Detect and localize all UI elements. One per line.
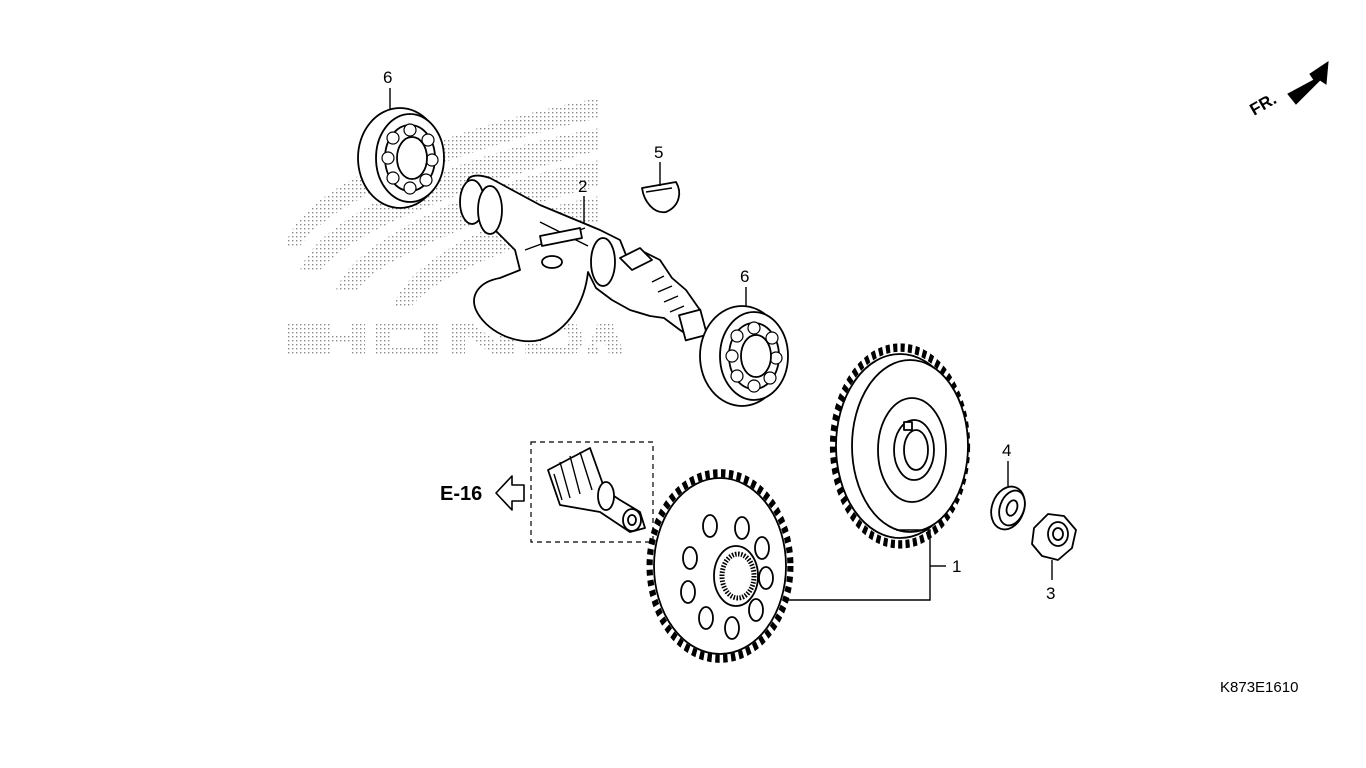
nut (1031, 513, 1077, 561)
diagram-code: K873E1610 (1220, 679, 1298, 696)
front-direction-label: FR. (1247, 89, 1280, 119)
woodruff-key (641, 181, 681, 214)
callout-6-upper: 6 (383, 68, 392, 87)
balancer-drive-gear (646, 469, 794, 663)
washer (990, 485, 1026, 531)
callout-4: 4 (1002, 441, 1011, 460)
front-direction-indicator: FR. (1247, 61, 1329, 119)
balancer-shaft (459, 174, 708, 343)
ball-bearing-lower (699, 305, 789, 407)
balancer-driven-gear (829, 343, 971, 549)
callout-5: 5 (654, 143, 663, 162)
leader-lines (389, 88, 1053, 601)
reference-arrow: E-16 (440, 475, 525, 511)
callout-3: 3 (1046, 584, 1055, 603)
callout-1: 1 (952, 557, 961, 576)
reference-detail-box (530, 441, 654, 543)
reference-label: E-16 (440, 483, 482, 505)
ball-bearing-upper (357, 107, 445, 209)
callout-6-lower: 6 (740, 267, 749, 286)
callout-2: 2 (578, 177, 587, 196)
front-arrow-icon (1287, 61, 1329, 105)
